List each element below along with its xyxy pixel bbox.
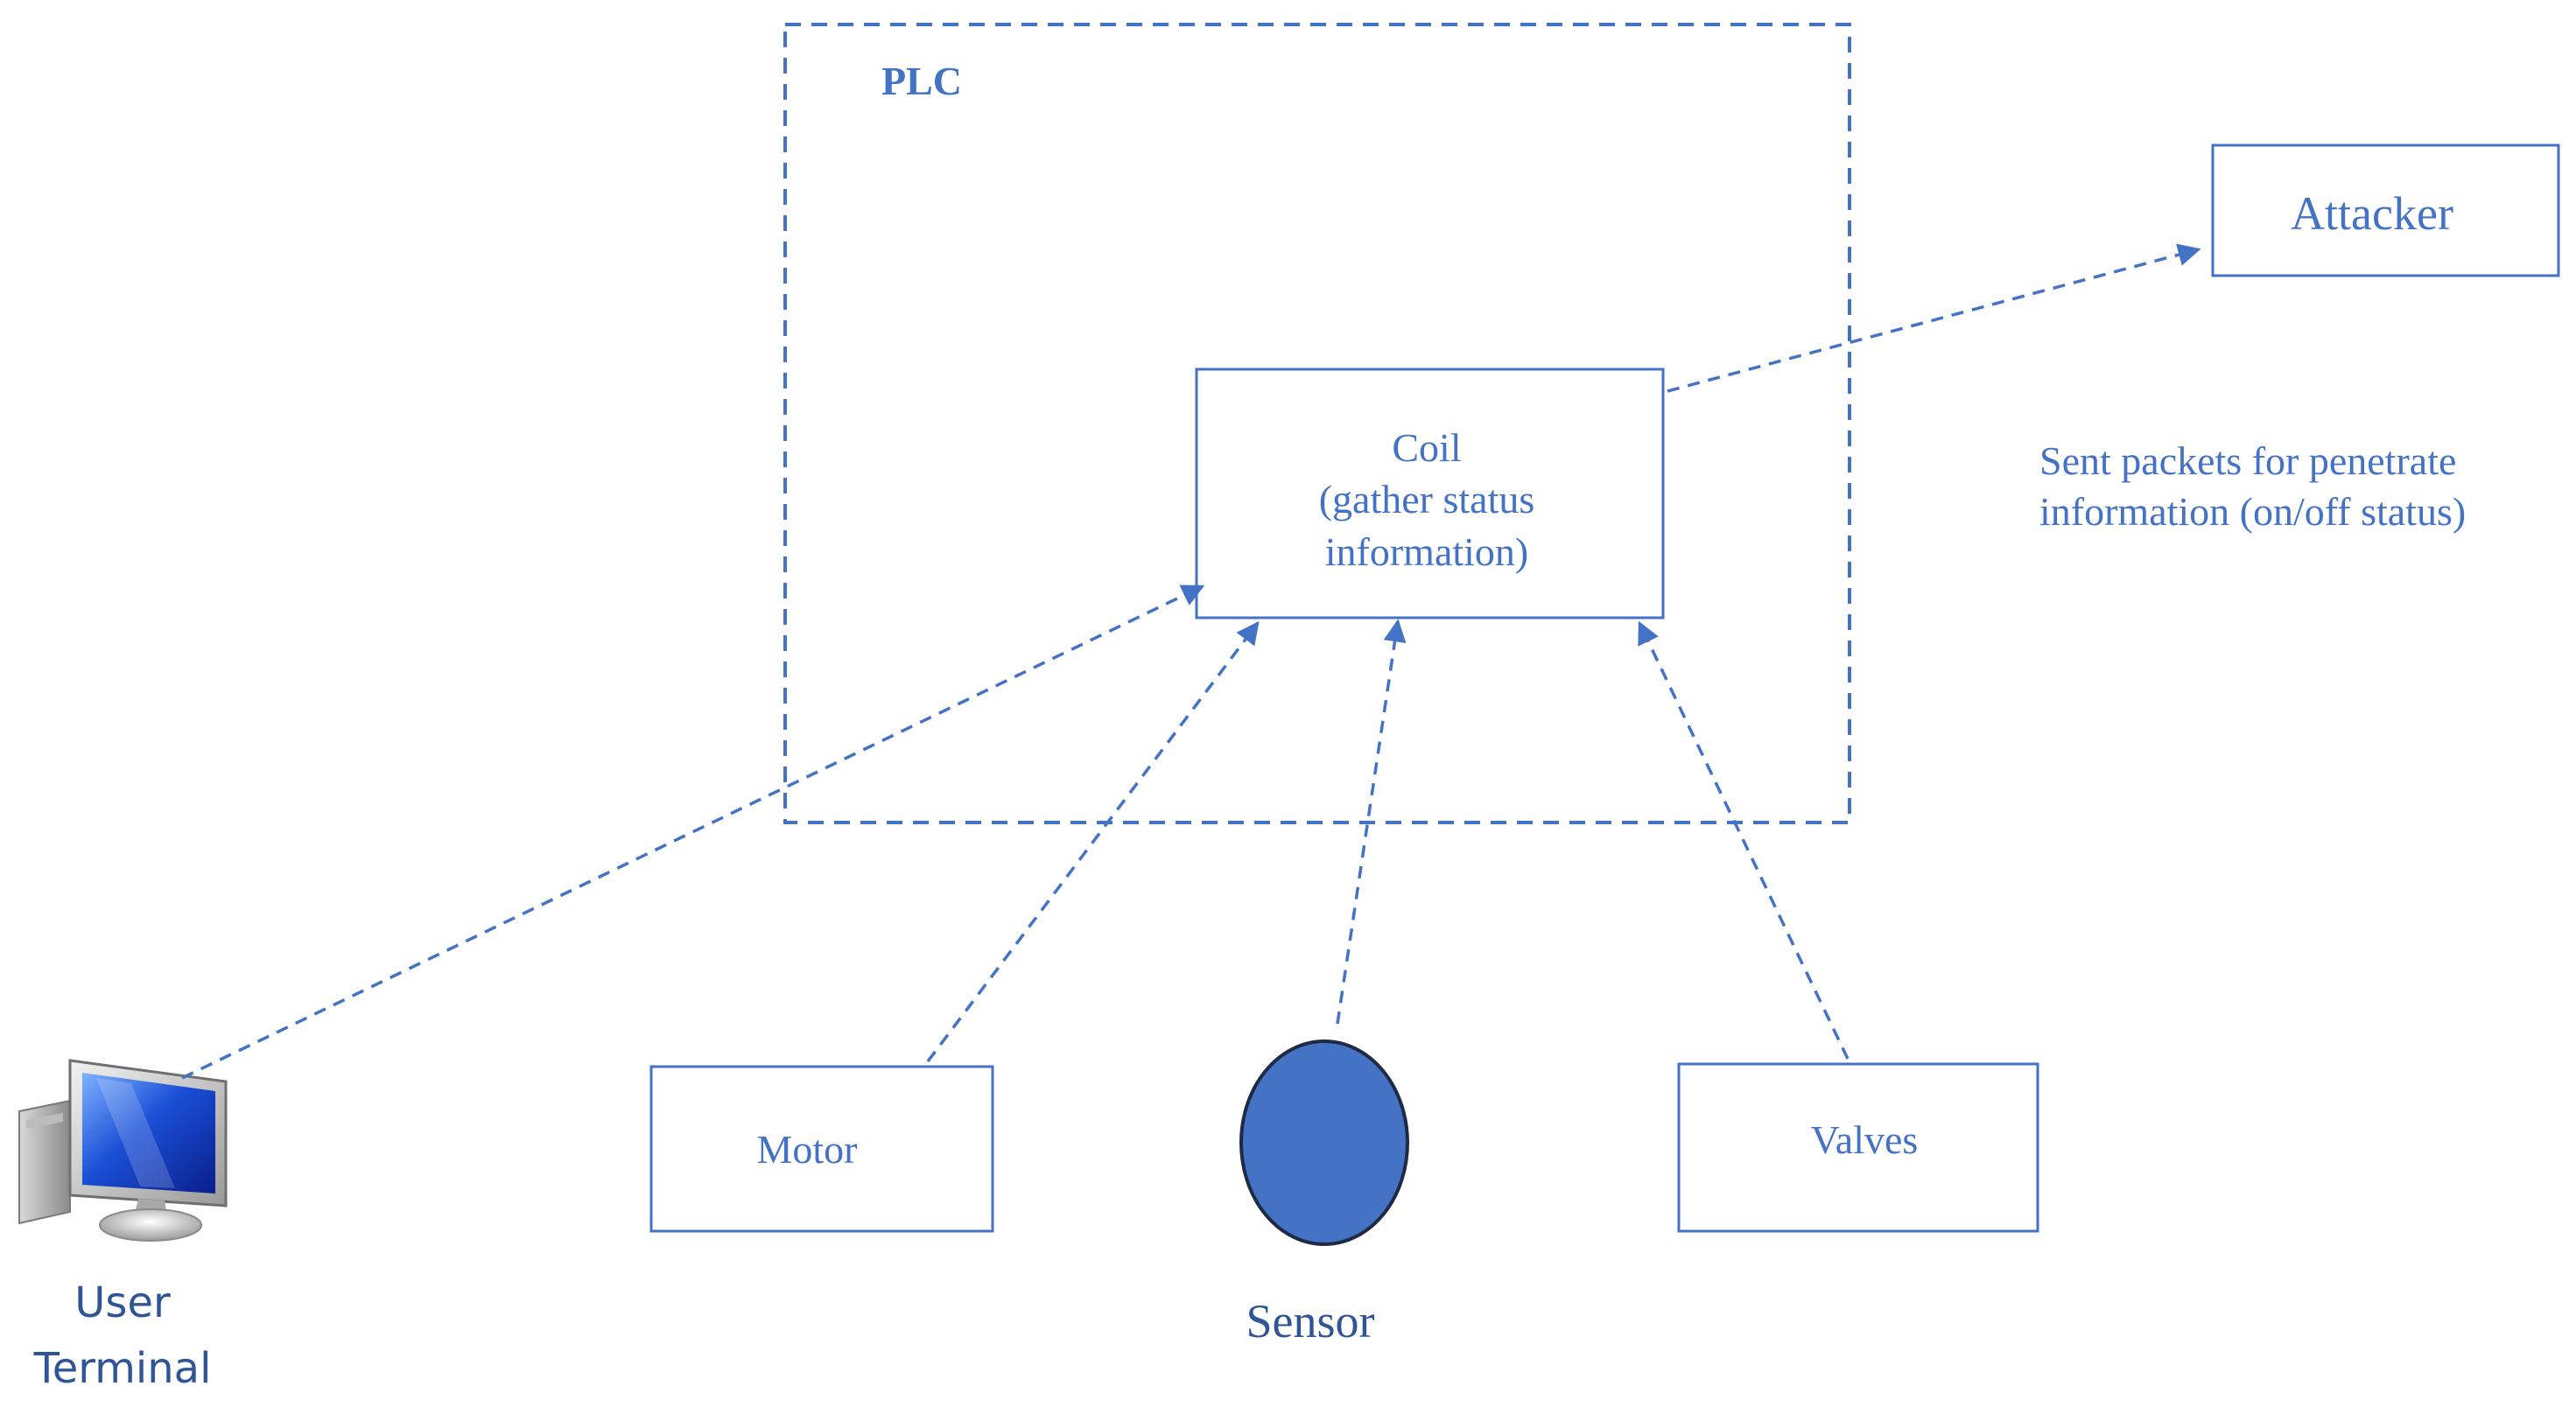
exfiltration-annotation: Sent packets for penetrate information (… [2039, 438, 2466, 534]
attacker-box [2211, 144, 2560, 277]
valves-box [1677, 1062, 2039, 1233]
motor-label: Motor [757, 1127, 858, 1172]
plc-title: PLC [881, 59, 962, 103]
terminal-label-line2: Terminal [33, 1344, 212, 1393]
annotation-line2: information (on/off status) [2039, 489, 2466, 534]
connections [181, 243, 2201, 1080]
valves-label: Valves [1811, 1117, 1919, 1162]
coil-node: Coil (gather status information) [1195, 368, 1665, 620]
plc-boundary [783, 23, 1851, 824]
coil-label: Coil [1392, 425, 1461, 470]
sensor-circle [1239, 1040, 1409, 1246]
arrow-terminal-to-coil [181, 584, 1205, 1080]
arrow-coil-to-attacker [1667, 243, 2201, 393]
attacker-node: Attacker [2211, 144, 2560, 277]
sensor-label: Sensor [1246, 1295, 1375, 1348]
terminal-label-line1: User [74, 1278, 171, 1327]
valves-node: Valves [1677, 1062, 2039, 1233]
motor-box [649, 1065, 994, 1233]
attacker-label: Attacker [2291, 187, 2453, 240]
coil-box [1195, 368, 1665, 620]
sensor-node: Sensor [1239, 1040, 1409, 1348]
arrow-sensor-to-coil [1336, 619, 1407, 1025]
motor-node: Motor [649, 1065, 994, 1233]
annotation-line1: Sent packets for penetrate [2039, 438, 2456, 483]
arrow-motor-to-coil [926, 620, 1260, 1063]
plc-container: PLC [783, 23, 1851, 824]
user-terminal-node: User Terminal [33, 1278, 212, 1393]
computer-monitor-icon [18, 1059, 228, 1242]
coil-description-line2: information) [1325, 529, 1529, 574]
arrow-valves-to-coil [1638, 620, 1850, 1060]
coil-description-line1: (gather status [1319, 477, 1535, 522]
